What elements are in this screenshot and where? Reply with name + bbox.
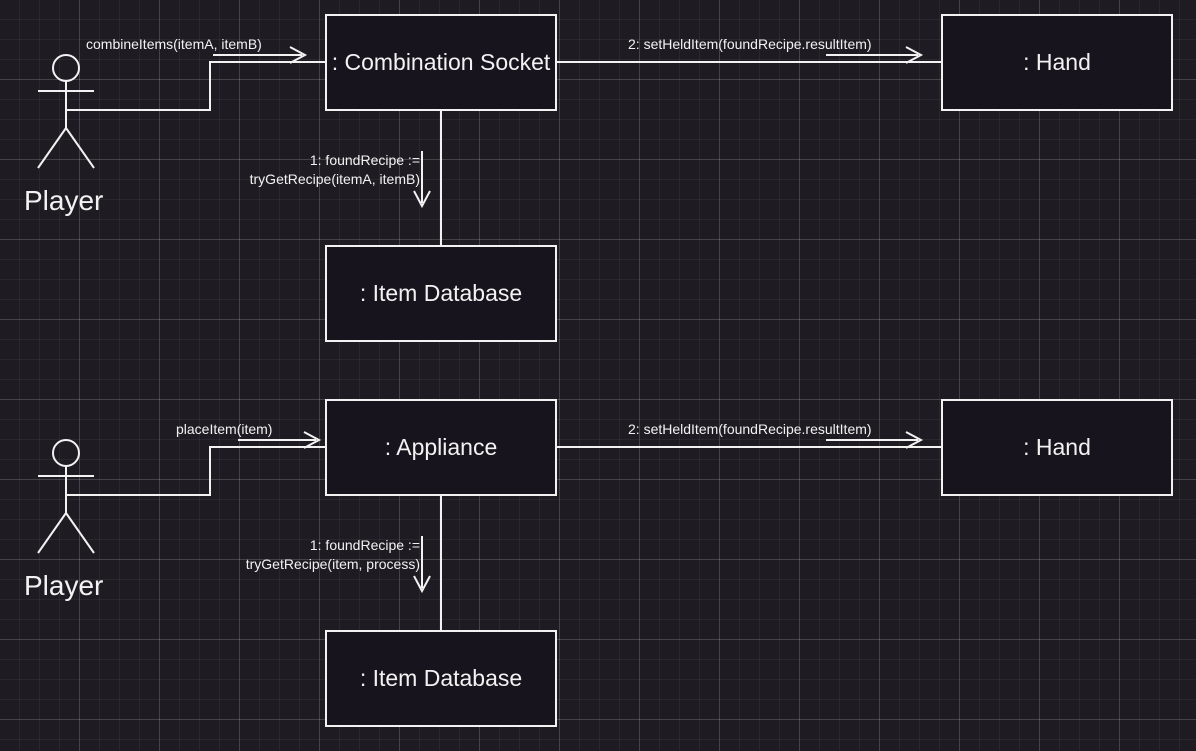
item-database-label-1: : Item Database — [359, 280, 523, 306]
player-label-2: Player — [24, 570, 104, 601]
link-player-combination-socket — [66, 61, 326, 111]
combination-socket-label: : Combination Socket — [331, 49, 551, 75]
player-actor-1[interactable] — [37, 54, 95, 169]
appliance-object[interactable]: : Appliance — [325, 399, 557, 496]
player-label-1: Player — [24, 185, 104, 216]
message-try-get-recipe-2-line2: tryGetRecipe(item, process) — [245, 556, 420, 572]
message-set-held-item-1: 2: setHeldItem(foundRecipe.resultItem) — [628, 36, 872, 52]
combination-socket-object[interactable]: : Combination Socket — [325, 14, 557, 111]
item-database-label-2: : Item Database — [359, 665, 523, 691]
message-try-get-recipe-1-line2: tryGetRecipe(itemA, itemB) — [249, 171, 420, 187]
arrow-set-held-item-2 — [826, 431, 924, 449]
hand-label-2: : Hand — [1023, 434, 1091, 460]
player-actor-2[interactable] — [37, 439, 95, 554]
message-set-held-item-2: 2: setHeldItem(foundRecipe.resultItem) — [628, 421, 872, 437]
item-database-object-1[interactable]: : Item Database — [325, 245, 557, 342]
message-place-item: placeItem(item) — [176, 421, 273, 437]
hand-object-1[interactable]: : Hand — [941, 14, 1173, 111]
message-try-get-recipe-1: 1: foundRecipe := tryGetRecipe(itemA, it… — [200, 151, 420, 189]
message-try-get-recipe-2-line1: 1: foundRecipe := — [309, 537, 420, 553]
arrow-try-get-recipe-1 — [413, 151, 431, 209]
arrow-combine-items — [213, 46, 308, 64]
item-database-object-2[interactable]: : Item Database — [325, 630, 557, 727]
appliance-label: : Appliance — [384, 434, 498, 460]
arrow-place-item — [238, 431, 322, 449]
message-try-get-recipe-1-line1: 1: foundRecipe := — [309, 152, 420, 168]
arrow-set-held-item-1 — [826, 46, 924, 64]
message-try-get-recipe-2: 1: foundRecipe := tryGetRecipe(item, pro… — [200, 536, 420, 574]
hand-object-2[interactable]: : Hand — [941, 399, 1173, 496]
hand-label-1: : Hand — [1023, 49, 1091, 75]
message-combine-items: combineItems(itemA, itemB) — [86, 36, 262, 52]
arrow-try-get-recipe-2 — [413, 536, 431, 594]
link-player-appliance — [66, 446, 326, 496]
